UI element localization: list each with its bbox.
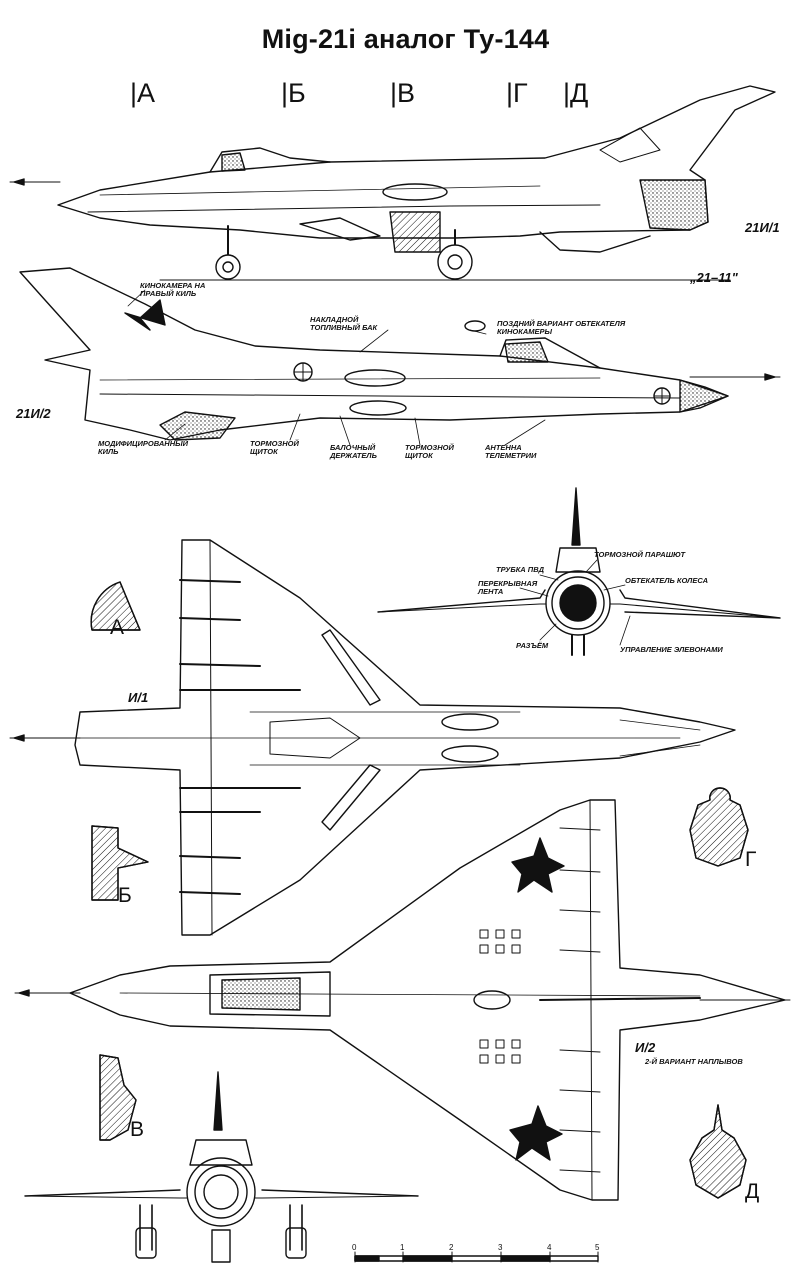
annotation-fin: Модифицированный киль — [98, 439, 189, 456]
annotation-antenna: Антенна телеметрии — [485, 443, 537, 460]
annotation-tank: Накладной топливный бак — [310, 315, 378, 332]
label-plan-2: И/2 — [635, 1040, 656, 1055]
cross-section-a: А — [110, 616, 125, 639]
scale-tick-0: 0 — [352, 1243, 357, 1252]
section-mark-a: |А — [130, 78, 156, 108]
page-title: Mig-21i аналог Ту-144 — [261, 24, 550, 54]
annotation-beam: Балочный держатель — [330, 443, 377, 460]
plan-view-1 — [9, 539, 736, 936]
side-view-2 — [19, 267, 781, 441]
plan-2-note: 2-й вариант наплывов — [645, 1057, 743, 1066]
front-view-bottom — [24, 1071, 419, 1263]
section-mark-v: |В — [390, 78, 416, 108]
front-view-top — [377, 487, 781, 656]
plan-view-2 — [14, 799, 791, 1201]
annotation-parachute: Тормозной парашют — [594, 550, 686, 559]
scale-tick-1: 1 — [400, 1243, 405, 1252]
cross-section-g: Г — [745, 848, 757, 871]
annotation-late-fairing: Поздний вариант обтекателя кинокамеры — [497, 319, 626, 336]
cross-section-b: Б — [118, 884, 132, 907]
label-side-1: 21И/1 — [745, 220, 780, 235]
annotation-leaders — [127, 289, 546, 446]
annotation-ailerons: Управление элевонами — [620, 645, 723, 654]
cross-section-v-shape — [99, 1054, 137, 1141]
annotation-cover: Перекрывная лента — [478, 579, 538, 596]
cross-section-v: В — [130, 1118, 145, 1141]
label-side-2: 21И/2 — [16, 406, 51, 421]
cross-section-g-shape — [689, 787, 749, 867]
label-plan-1: И/1 — [128, 690, 149, 705]
section-mark-b: |Б — [281, 78, 306, 108]
cross-section-b-shape — [91, 825, 149, 901]
annotation-brake-1: Тормозной щиток — [250, 439, 299, 456]
side-view-1 — [9, 85, 776, 281]
scale-bar — [354, 1251, 599, 1263]
annotation-connector: Разъём — [516, 641, 549, 650]
front-leaders — [519, 559, 631, 646]
annotation-fairing-wheel: Обтекатель колеса — [625, 576, 708, 585]
scale-tick-3: 3 — [498, 1243, 503, 1252]
annotation-camera: Кинокамера на правый киль — [140, 281, 206, 298]
cross-section-d: Д — [745, 1180, 760, 1203]
cross-section-d-shape — [689, 1104, 747, 1199]
annotation-brake-2: Тормозной щиток — [405, 443, 454, 460]
scale-tick-5: 5 — [595, 1243, 600, 1252]
section-mark-g: |Г — [506, 78, 528, 108]
annotation-pitot: Трубка ПВД — [496, 565, 545, 574]
scale-tick-4: 4 — [547, 1243, 552, 1252]
section-mark-d: |Д — [563, 78, 589, 108]
scale-tick-2: 2 — [449, 1243, 454, 1252]
label-side-1-sub: „21–11" — [690, 270, 738, 285]
cross-section-a-shape — [90, 581, 141, 631]
